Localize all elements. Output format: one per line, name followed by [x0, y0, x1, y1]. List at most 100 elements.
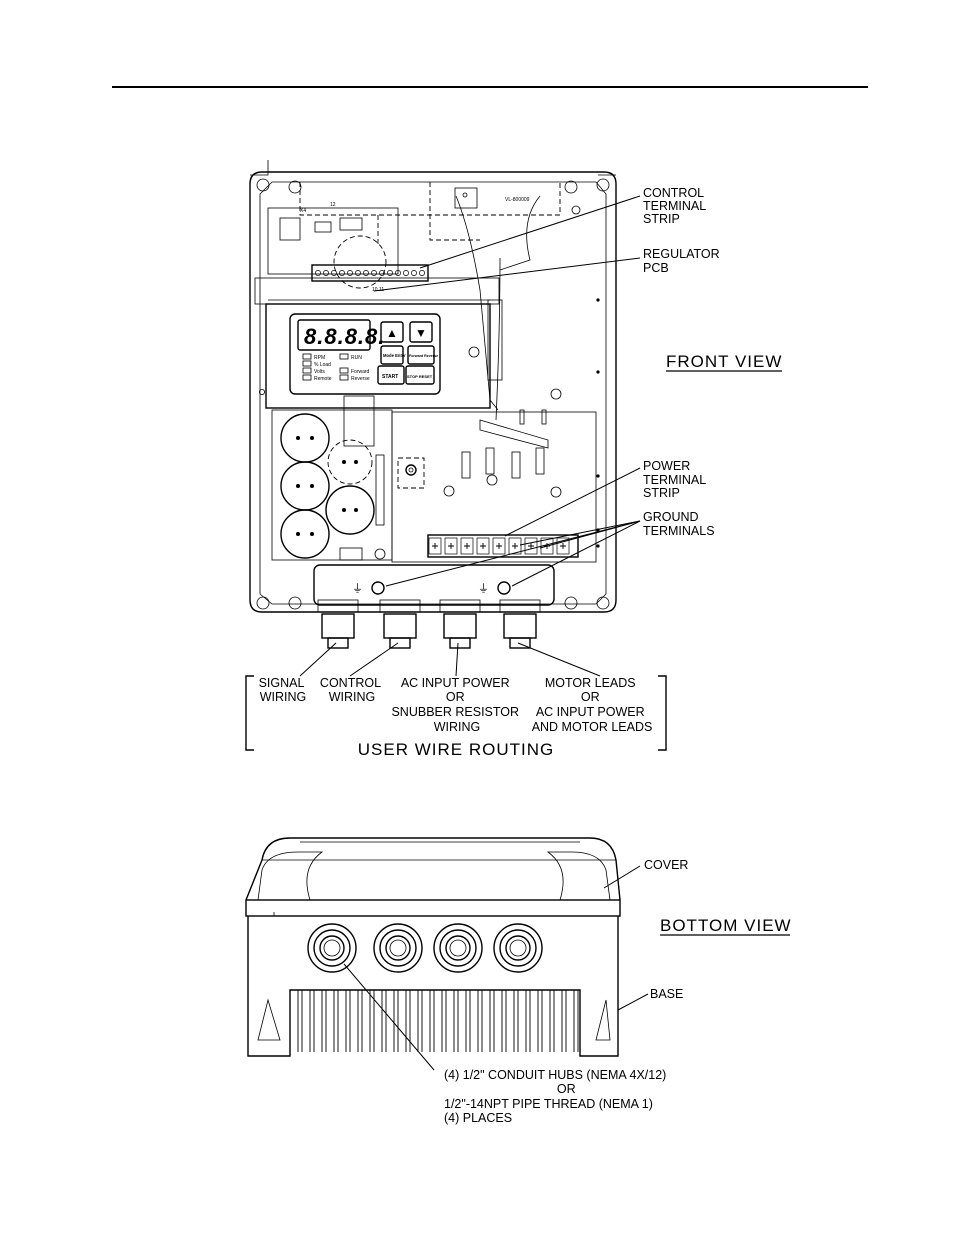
indicator-label: RUN	[351, 355, 362, 361]
label-line: SNUBBER RESISTOR	[391, 705, 519, 719]
indicator-label: RPM	[314, 355, 325, 361]
indicator-label: Remote	[314, 376, 332, 382]
ground-symbol-icon: ⏚	[478, 582, 489, 595]
front-view: VL-800009 X4 12 10 11 8.8.8.8. ▲ ▼ Mode …	[245, 160, 782, 759]
terminal-screw	[355, 270, 361, 276]
routing-bracket-left	[245, 675, 254, 751]
stop-reset-button[interactable]	[405, 365, 435, 385]
screw-head-icon	[448, 543, 454, 549]
terminal-screw	[403, 270, 409, 276]
indicator-leds-left: RPM % Load Volts Remote	[302, 353, 332, 382]
svg-text:VL-800009: VL-800009	[505, 197, 530, 203]
conduit-panel	[313, 564, 555, 606]
start-button[interactable]	[377, 365, 405, 385]
control-terminal-strip	[311, 264, 429, 282]
label-line: TERMINAL	[643, 473, 706, 487]
forward-reverse-button[interactable]	[407, 345, 435, 365]
up-arrow-icon: ▲	[386, 326, 398, 340]
forward-reverse-label: Forward Reverse	[409, 354, 438, 358]
svg-text:12: 12	[330, 202, 336, 208]
label-line: TERMINAL	[643, 199, 706, 213]
note-line: 1/2"-14NPT PIPE THREAD (NEMA 1)	[444, 1097, 653, 1111]
label-line: REGULATOR	[643, 247, 720, 261]
ground-terminal	[371, 581, 385, 595]
stop-reset-label: STOP RESET	[407, 374, 433, 379]
screw-head-icon	[432, 543, 438, 549]
label-line: WIRING	[329, 690, 376, 704]
capacitor-bank	[280, 413, 375, 559]
terminal-screw	[387, 270, 393, 276]
led-display	[297, 319, 371, 351]
conduit-hubs-bottom	[307, 923, 543, 973]
label-line: WIRING	[260, 690, 307, 704]
power-terminal	[476, 537, 490, 555]
terminal-screw	[419, 270, 425, 276]
screw-head-icon	[496, 543, 502, 549]
control-terminal-strip-label: CONTROL TERMINAL STRIP	[643, 186, 709, 226]
routing-bracket-right	[658, 675, 667, 751]
label-line: TERMINALS	[643, 524, 715, 538]
down-arrow-icon: ▼	[415, 326, 427, 340]
mode-enter-label: Mode Enter	[383, 353, 406, 358]
regulator-pcb-label: REGULATOR PCB	[643, 247, 723, 275]
power-terminal	[508, 537, 522, 555]
indicator-label: Reverse	[351, 376, 370, 382]
label-line: CONTROL	[643, 186, 704, 200]
ac-input-power-label: AC INPUT POWER OR SNUBBER RESISTOR WIRIN…	[391, 676, 522, 734]
note-line: (4) PLACES	[444, 1111, 512, 1125]
keypad-panel	[265, 303, 491, 409]
front-view-title: FRONT VIEW	[666, 352, 782, 371]
svg-text:X4: X4	[300, 208, 306, 214]
label-line: AC INPUT POWER	[401, 676, 510, 690]
screw-head-icon	[512, 543, 518, 549]
label-line: OR	[581, 690, 600, 704]
label-line: GROUND	[643, 510, 699, 524]
terminal-screw	[331, 270, 337, 276]
indicator-label: Forward	[351, 369, 370, 375]
user-wire-routing-title: USER WIRE ROUTING	[358, 740, 554, 759]
indicator-label: % Load	[314, 362, 331, 368]
mode-enter-button[interactable]	[380, 345, 404, 365]
down-button[interactable]	[409, 321, 433, 343]
label-line: POWER	[643, 459, 690, 473]
indicator-label: Volts	[314, 369, 325, 375]
power-terminal	[524, 537, 538, 555]
label-line: CONTROL	[320, 676, 381, 690]
ground-terminals-label: GROUND TERMINALS	[643, 510, 715, 538]
indicator-leds-right: RUN Forward Reverse	[339, 353, 370, 382]
label-line: STRIP	[643, 486, 680, 500]
motor-leads-label: MOTOR LEADS OR AC INPUT POWER AND MOTOR …	[532, 676, 653, 734]
up-button[interactable]	[380, 321, 404, 343]
terminal-screw	[395, 270, 401, 276]
power-terminal-strip-label: POWER TERMINAL STRIP	[643, 459, 709, 500]
label-line: WIRING	[434, 720, 481, 734]
terminal-screw	[363, 270, 369, 276]
conduit-hubs-front	[317, 599, 541, 649]
base-label: BASE	[650, 987, 683, 1001]
enclosure-outline	[249, 171, 617, 613]
display-digits: 8.8.8.8.	[304, 324, 385, 349]
label-line: PCB	[643, 261, 669, 275]
label-line: MOTOR LEADS	[545, 676, 636, 690]
power-terminal-strip	[427, 534, 579, 558]
heatsink-fins	[297, 990, 579, 1052]
cover-label: COVER	[644, 858, 688, 872]
terminal-screw	[347, 270, 353, 276]
screw-head-icon	[464, 543, 470, 549]
bottom-view: COVER BASE BOTTOM VIEW (4) 1/2" CONDUIT …	[245, 837, 792, 1125]
terminal-screw	[411, 270, 417, 276]
screw-head-icon	[528, 543, 534, 549]
ground-terminal	[497, 581, 511, 595]
bottom-view-title: BOTTOM VIEW	[660, 916, 792, 935]
terminal-screw	[339, 270, 345, 276]
note-line: (4) 1/2" CONDUIT HUBS (NEMA 4X/12)	[444, 1068, 666, 1082]
signal-wiring-label: SIGNAL WIRING	[259, 676, 308, 704]
base	[247, 916, 619, 1057]
terminal-screw	[379, 270, 385, 276]
control-wiring-label: CONTROL WIRING	[320, 676, 384, 704]
label-line: AND MOTOR LEADS	[532, 720, 653, 734]
label-line: OR	[446, 690, 465, 704]
label-line: SIGNAL	[259, 676, 305, 690]
